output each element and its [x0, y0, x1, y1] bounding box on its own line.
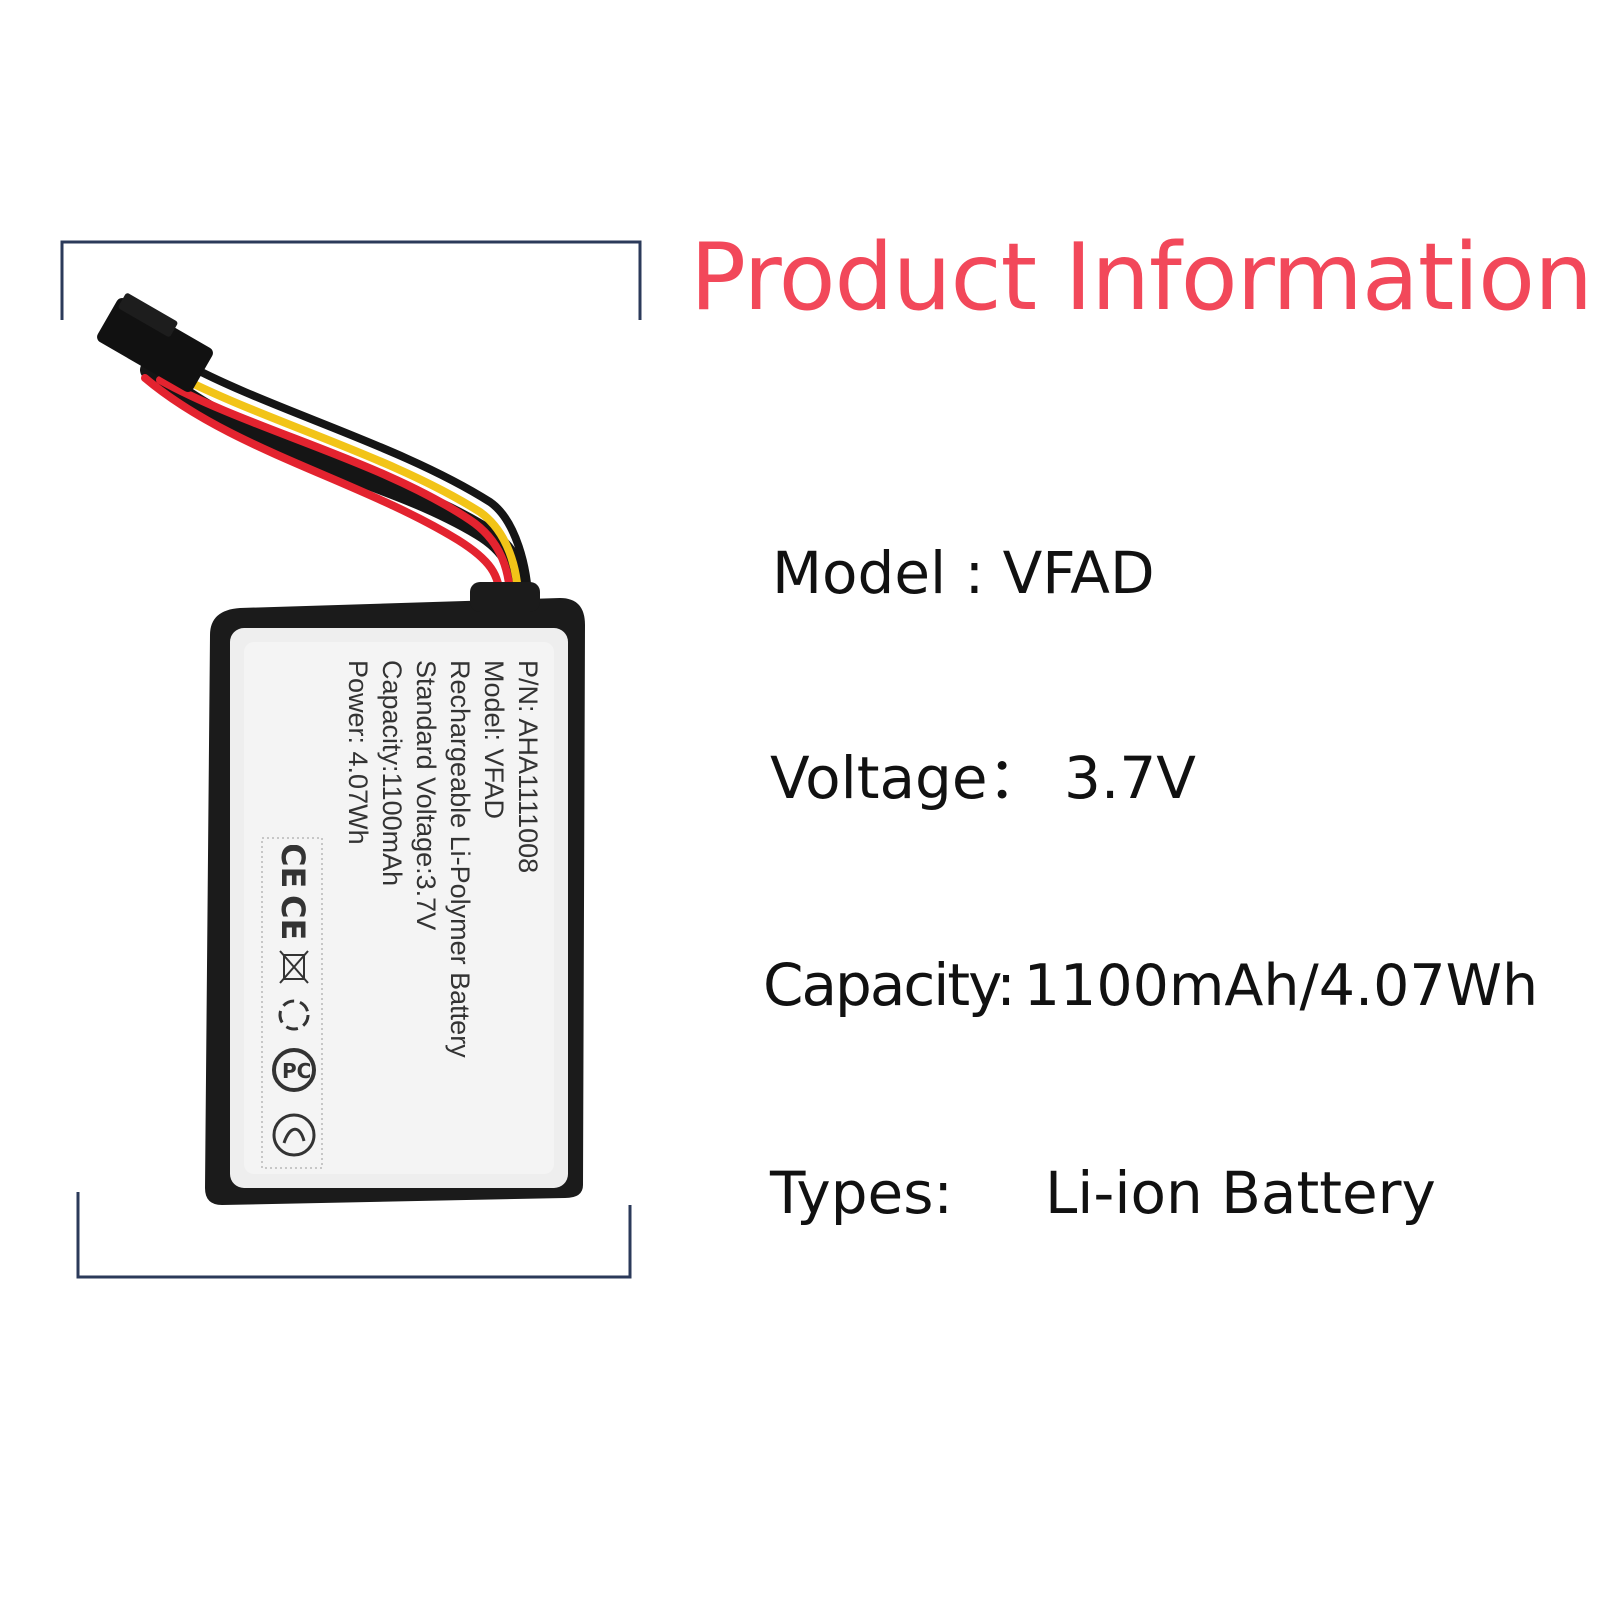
ce-mark-icon: CE: [274, 845, 312, 888]
spec-model: Model : VFAD: [772, 538, 1155, 608]
recycle-icon: [278, 999, 310, 1031]
battery-wires: [140, 358, 532, 610]
spec-capacity-value: 1100mAh/4.07Wh: [1023, 953, 1539, 1019]
rohs-mark-icon: [272, 1113, 316, 1157]
spec-capacity-key: Capacity:: [763, 951, 1016, 1019]
weee-bin-icon: [279, 950, 309, 984]
spec-voltage: Voltage： 3.7V: [770, 743, 1196, 813]
label-line-capacity: Capacity:1100mAh: [377, 660, 407, 887]
spec-voltage-key: Voltage: [770, 744, 988, 812]
certification-marks: CE CE PC: [272, 845, 316, 1157]
spec-model-value: VFAD: [1002, 539, 1155, 607]
spec-types-key: Types:: [770, 1159, 953, 1227]
label-line-pn: P/N: AHA1111008: [513, 660, 543, 874]
spec-model-sep: :: [946, 539, 1003, 607]
label-line-power: Power: 4.07Wh: [343, 660, 373, 845]
label-line-voltage: Standard Voltage:3.7V: [411, 660, 441, 931]
spec-voltage-value: 3.7V: [1064, 744, 1196, 812]
pct-mark-icon: PC: [272, 1048, 316, 1092]
svg-text:CE: CE: [274, 845, 312, 888]
spec-model-key: Model: [772, 539, 947, 607]
spec-types: Types: Li-ion Battery: [770, 1158, 1436, 1228]
spec-capacity: Capacity:1100mAh/4.07Wh: [763, 950, 1538, 1021]
svg-text:CE: CE: [274, 895, 312, 940]
ce-mark-icon-2: CE: [274, 895, 312, 940]
battery-label-text: P/N: AHA1111008 Model: VFAD Rechargeable…: [341, 660, 545, 1058]
spec-types-value: Li-ion Battery: [1044, 1159, 1436, 1227]
frame-bracket-bottom: [76, 1192, 632, 1279]
connector-icon: [97, 293, 213, 392]
label-line-model: Model: VFAD: [479, 660, 509, 820]
battery-photo: [97, 293, 585, 1205]
label-line-type: Rechargeable Li-Polymer Battery: [445, 660, 475, 1058]
svg-text:PC: PC: [282, 1059, 311, 1083]
frame-bracket-top: [60, 240, 642, 320]
spec-voltage-sep: ：: [987, 744, 1064, 812]
product-information-heading: Product Information:: [690, 223, 1600, 331]
